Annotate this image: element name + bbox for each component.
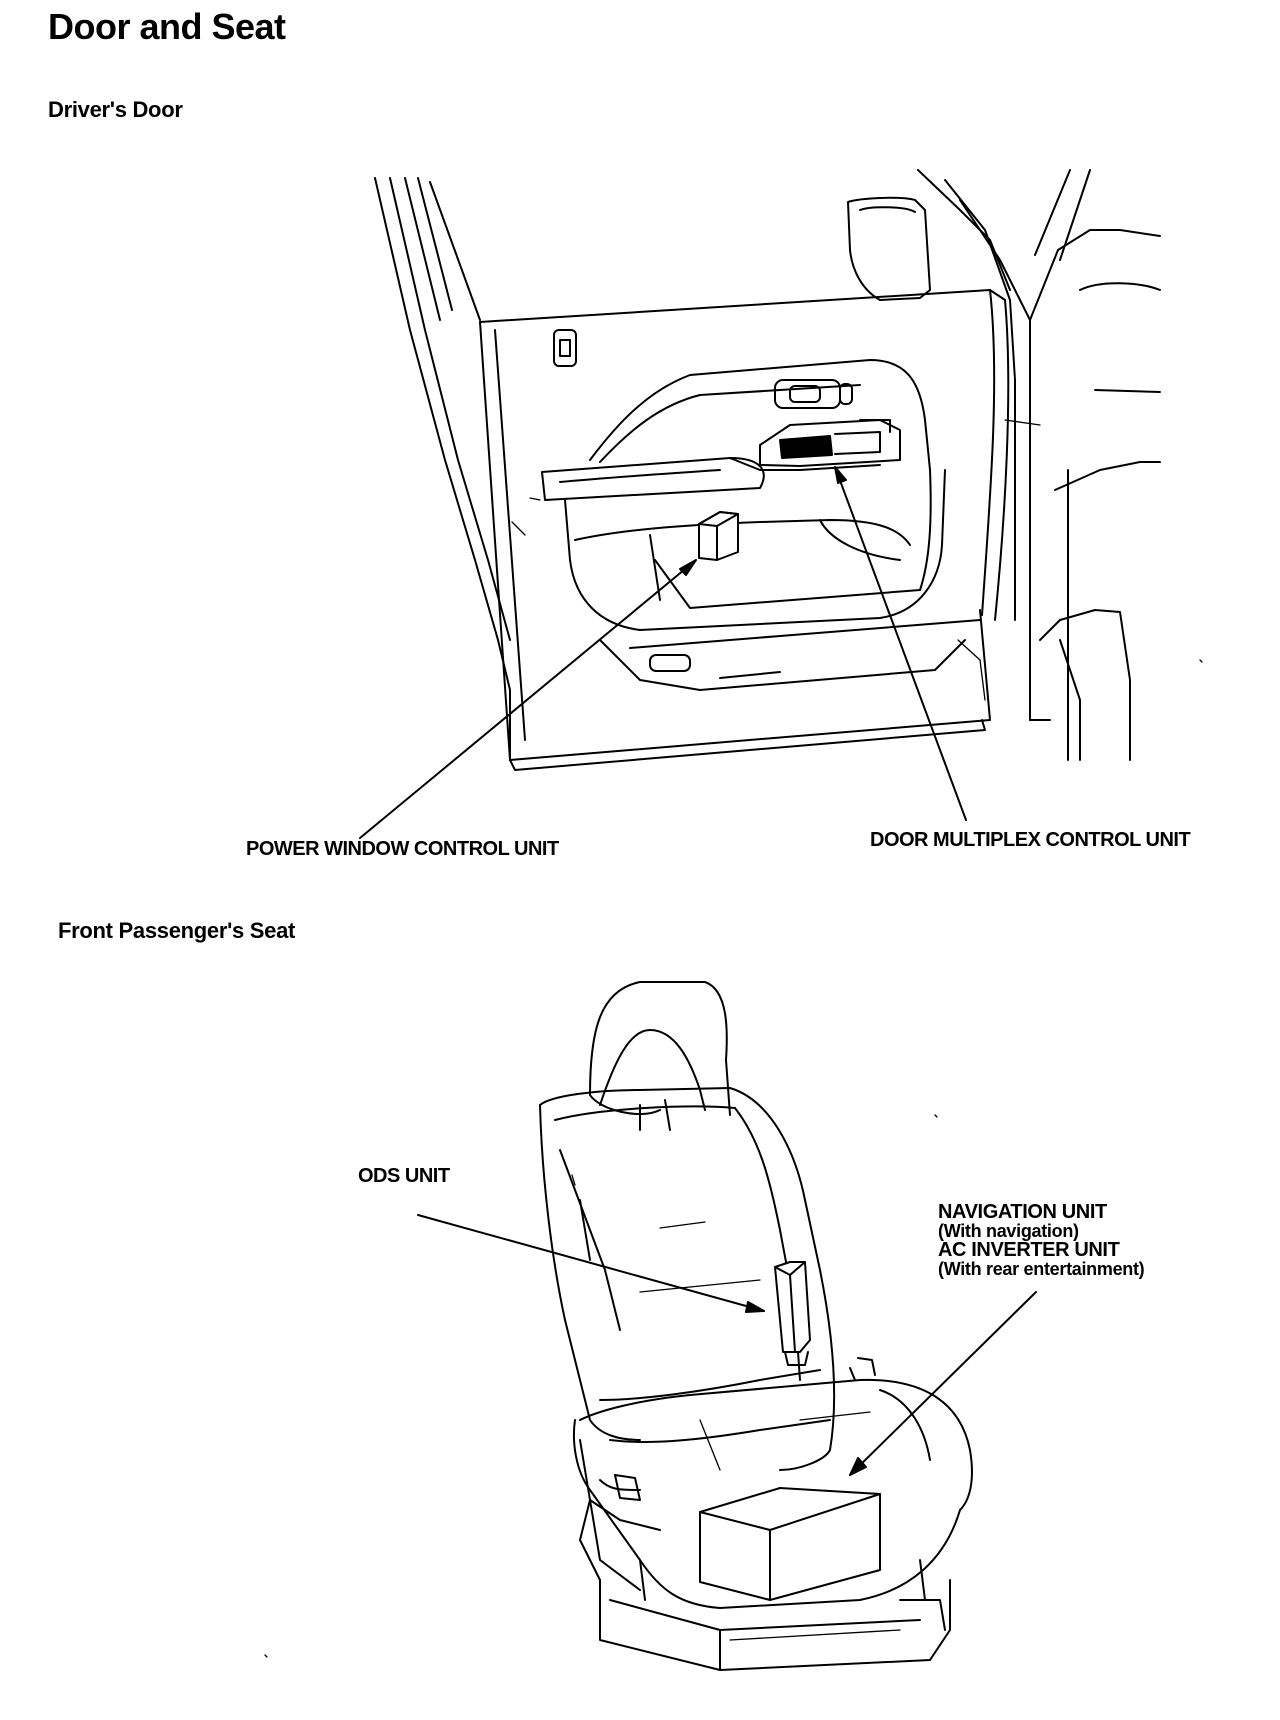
drivers-door-illustration (359, 169, 1161, 839)
callout-navigation-unit-label: NAVIGATION UNIT (938, 1201, 1107, 1223)
callout-ac-inverter-unit-label: AC INVERTER UNIT (938, 1239, 1120, 1261)
page-title: Door and Seat (48, 6, 286, 47)
callout-ods-unit: ODS UNIT (358, 1165, 450, 1187)
callout-navigation-ac-inverter-unit: NAVIGATION UNIT (With navigation) AC INV… (938, 1201, 1145, 1279)
callout-power-window-control-unit: POWER WINDOW CONTROL UNIT (246, 838, 559, 860)
callout-door-multiplex-control-unit: DOOR MULTIPLEX CONTROL UNIT (870, 829, 1191, 851)
callout-navigation-unit-condition: (With navigation) (938, 1221, 1079, 1241)
section-heading-drivers-door: Driver's Door (48, 97, 183, 122)
callout-ac-inverter-unit-condition: (With rear entertainment) (938, 1259, 1145, 1279)
front-passenger-seat-illustration (264, 659, 1203, 1671)
section-heading-front-passenger-seat: Front Passenger's Seat (58, 918, 296, 943)
